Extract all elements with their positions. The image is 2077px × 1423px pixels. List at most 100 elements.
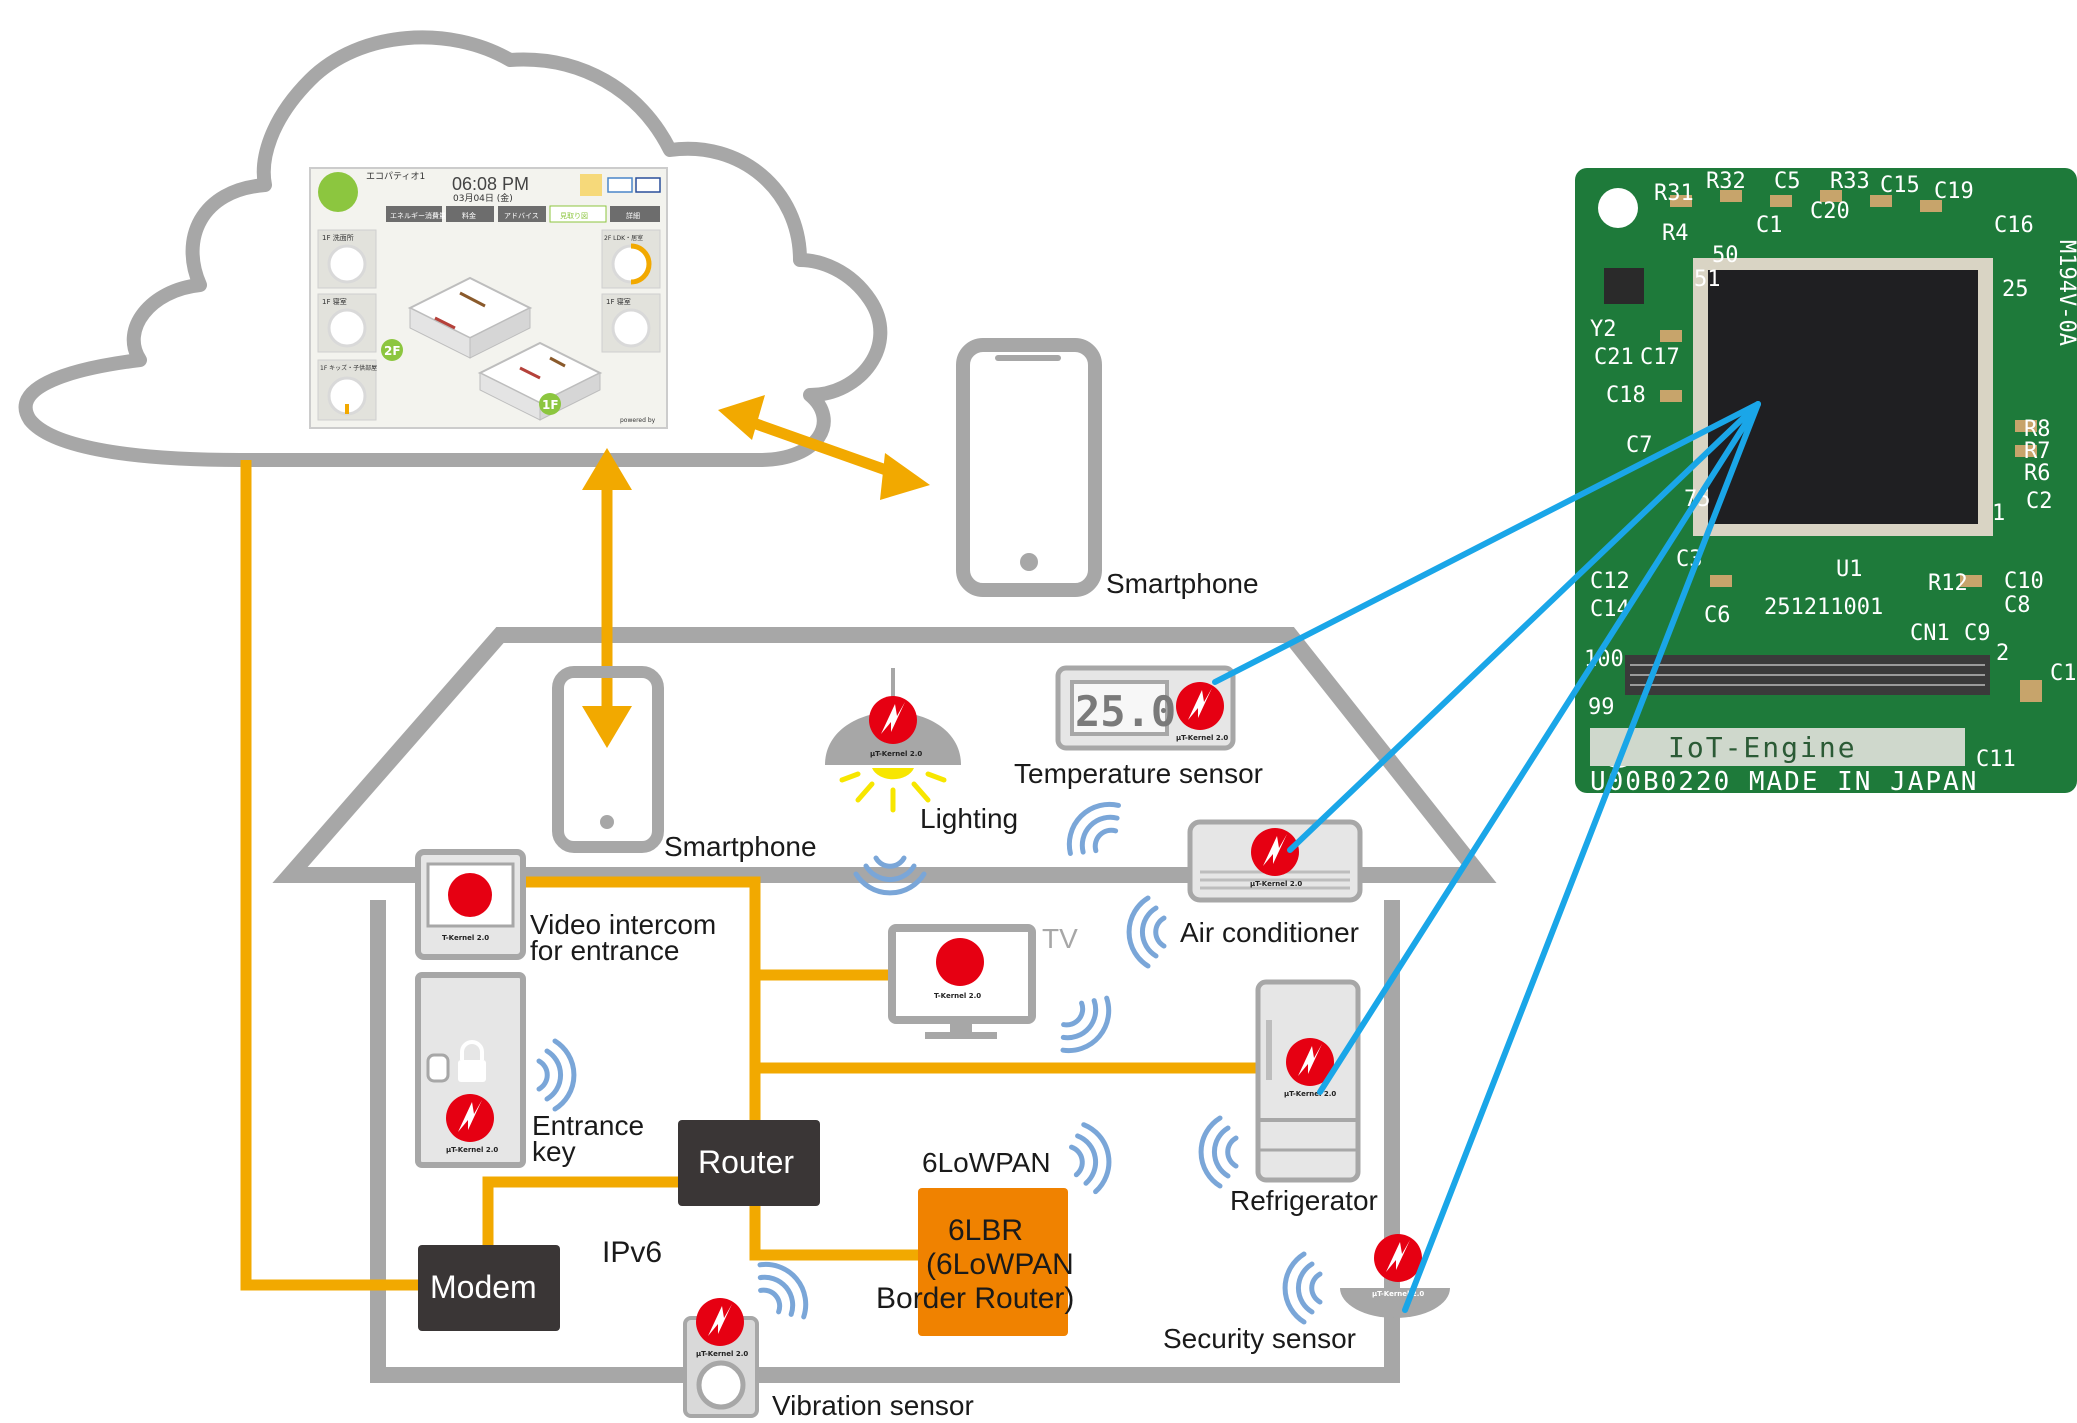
eco-logo-icon — [318, 172, 358, 212]
room-panel-ldk: 2F LDK・居室 — [601, 229, 661, 289]
aircon-wifi-icon — [1129, 898, 1164, 966]
pcb-mark-50: 50 — [1712, 243, 1739, 268]
partner-logo-2 — [607, 177, 633, 193]
pcb-mark-c21: C21 — [1594, 345, 1634, 370]
temperature-kernel-text: μT-Kernel 2.0 — [1176, 734, 1228, 742]
link-fridge-to-engine — [1317, 401, 1761, 1095]
border-router-label-2: (6LoWPAN — [926, 1248, 1074, 1281]
pcb-mark-r12: R12 — [1928, 571, 1968, 596]
lighting-kernel-text: μT-Kernel 2.0 — [870, 750, 922, 758]
security-sensor-label: Security sensor — [1163, 1323, 1356, 1354]
router-label: Router — [698, 1144, 794, 1180]
fridge-kernel-text: μT-Kernel 2.0 — [1284, 1090, 1336, 1098]
vibration-kernel-text: μT-Kernel 2.0 — [696, 1350, 748, 1358]
vibration-sensor: μT-Kernel 2.0 Vibration sensor — [683, 1253, 974, 1421]
light-rays-icon — [839, 771, 947, 813]
svg-text:1F 寝室: 1F 寝室 — [606, 297, 631, 306]
temperature-sensor: 25.0 μT-Kernel 2.0 Temperature sensor — [1014, 665, 1263, 865]
floor-badge-2f-label: 2F — [384, 344, 401, 358]
vibration-wifi-icon — [748, 1253, 818, 1328]
pcb-mark-cn1: CN1 — [1910, 621, 1950, 646]
pcb-mark-model: M194V-0A — [2054, 240, 2077, 346]
room-panel-washroom: 1F 洗面所 — [317, 229, 377, 289]
floor-badge-2f — [381, 339, 403, 361]
pcb-mark-2: 2 — [1996, 641, 2009, 666]
aircon-kernel-text: μT-Kernel 2.0 — [1250, 880, 1302, 888]
intercom-t-kernel-icon — [448, 873, 492, 917]
sixlowpan-label: 6LoWPAN — [922, 1147, 1051, 1178]
entrance-key: μT-Kernel 2.0 Entrance key — [415, 972, 644, 1168]
security-kernel-text: μT-Kernel 2.0 — [1372, 1290, 1424, 1298]
screen-tab-floorplan[interactable]: 見取り図 — [560, 212, 588, 220]
entrance-key-label-2: key — [532, 1136, 576, 1167]
pcb-mark-c17: C17 — [1640, 345, 1680, 370]
screen-footer: powered by — [620, 417, 656, 424]
cloud-phone-arrow — [718, 395, 930, 500]
entrance-key-kernel-text: μT-Kernel 2.0 — [446, 1146, 498, 1154]
svg-text:1F 寝室: 1F 寝室 — [322, 297, 347, 306]
screen-tab-energy[interactable]: エネルギー消費量 — [390, 211, 446, 220]
security-wifi-icon — [1285, 1254, 1320, 1322]
pcb-mark-r8: R8 — [2024, 417, 2051, 442]
room-panel-bedroom: 1F 寝室 — [317, 293, 377, 353]
mount-hole-icon — [1598, 188, 1638, 228]
pcb-mark-c18: C18 — [1606, 383, 1646, 408]
screen-date: 03月04日 (金) — [453, 192, 513, 204]
vibration-sensor-label: Vibration sensor — [772, 1390, 974, 1421]
smartphone-inside-label: Smartphone — [664, 831, 817, 862]
tv-kernel-text: T-Kernel 2.0 — [934, 992, 981, 1000]
tv-wifi-icon — [1051, 988, 1121, 1063]
ipv6-label: IPv6 — [602, 1236, 662, 1269]
screen-tab-detail[interactable]: 詳細 — [626, 211, 640, 220]
screen-app-name: エコパティオ1 — [366, 171, 425, 182]
pcb-mark-c8: C8 — [2004, 593, 2031, 618]
pcb-mark-c20: C20 — [1810, 199, 1850, 224]
intercom-kernel-text: T-Kernel 2.0 — [442, 934, 489, 942]
security-sensor: μT-Kernel 2.0 Security sensor — [1163, 1234, 1450, 1354]
cloud-dashboard-screen: エコパティオ1 06:08 PM 03月04日 (金) エネルギー消費量 料金 … — [309, 167, 668, 429]
serial-links — [1212, 401, 1761, 1313]
screen-time: 06:08 PM — [452, 174, 529, 194]
video-intercom-label-1: Video intercom — [530, 909, 716, 940]
intercom-bus-link — [525, 876, 761, 1125]
mcu-chip — [1708, 270, 1978, 524]
pcb-mark-serial: 251211001 — [1764, 595, 1883, 620]
modem: Modem — [418, 1245, 560, 1331]
smartphone-inside: Smartphone — [552, 666, 817, 862]
smartphone-outside: Smartphone — [956, 338, 1259, 599]
tv-t-kernel-icon — [936, 938, 984, 986]
air-conditioner-label: Air conditioner — [1180, 917, 1359, 948]
pcb-mark-c9: C9 — [1964, 621, 1991, 646]
border-router-6lbr: 6LoWPAN 6LBR (6LoWPAN Border Router) — [876, 1121, 1114, 1336]
pcb-mark-c12: C12 — [1590, 569, 1630, 594]
pcb-mark-99: 99 — [1588, 695, 1615, 720]
temperature-sensor-label: Temperature sensor — [1014, 758, 1263, 789]
pcb-mark-y2: Y2 — [1590, 317, 1617, 342]
pcb-mark-25: 25 — [2002, 277, 2029, 302]
router-to-6lbr-link — [749, 1205, 920, 1261]
air-conditioner: μT-Kernel 2.0 Air conditioner — [1129, 819, 1363, 966]
screen-tab-charge[interactable]: 料金 — [462, 211, 476, 220]
floorplan-3d — [407, 276, 603, 421]
pcb-title: IoT-Engine — [1668, 731, 1857, 764]
pcb-mark-c7: C7 — [1626, 433, 1653, 458]
video-intercom: T-Kernel 2.0 Video intercom for entrance — [415, 849, 716, 966]
entrance-key-label-1: Entrance — [532, 1110, 644, 1141]
pcb-mark-r31: R31 — [1654, 181, 1694, 206]
pcb-mark-c16: C16 — [1994, 213, 2034, 238]
link-temperature-to-engine — [1212, 401, 1761, 685]
entrance-key-wifi-icon — [539, 1041, 574, 1109]
pcb-mark-r6: R6 — [2024, 461, 2051, 486]
pcb-serial: U00B0220 MADE IN JAPAN — [1590, 767, 1978, 797]
pcb-mark-c1: C1 — [1756, 213, 1783, 238]
modem-label: Modem — [430, 1269, 537, 1305]
partner-logo-1 — [580, 174, 602, 196]
cloud-house-phone-arrow — [582, 448, 632, 748]
border-router-label-3: Border Router) — [876, 1282, 1074, 1315]
svg-text:1F 洗面所: 1F 洗面所 — [322, 233, 354, 242]
floor-badge-1f-label: 1F — [542, 398, 559, 412]
pcb-mark-r32: R32 — [1706, 169, 1746, 194]
tv-label: TV — [1042, 923, 1078, 954]
screen-tab-advice[interactable]: アドバイス — [504, 212, 539, 220]
